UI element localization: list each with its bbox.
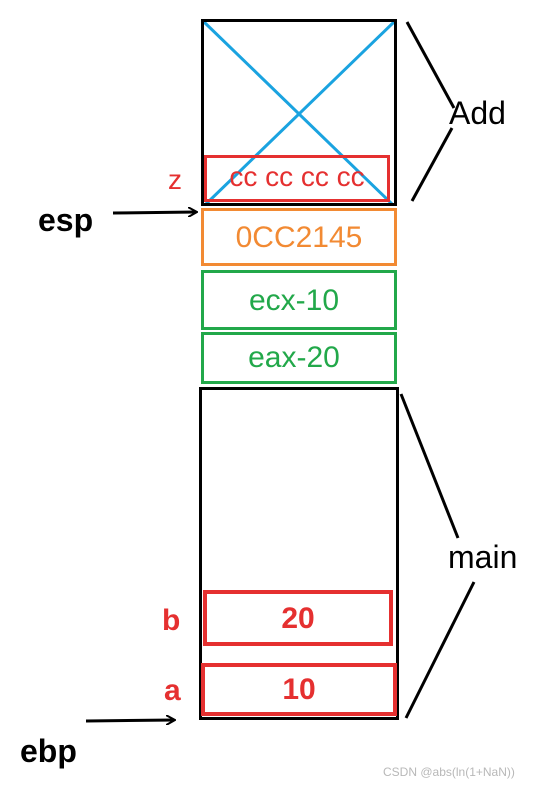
- add-bracket-top: [405, 21, 456, 109]
- ecx-slot-box: [201, 270, 397, 330]
- ebp-arrow: [85, 720, 174, 721]
- z-slot-value: cc cc cc cc: [229, 161, 365, 192]
- main-bracket-top: [399, 393, 460, 539]
- eax-slot-box: [201, 332, 397, 384]
- b-slot-box: [203, 590, 393, 646]
- a-variable-label: a: [164, 674, 181, 707]
- cross-line-1: [201, 19, 394, 206]
- add-frame-box: [201, 19, 397, 206]
- z-variable-label: z: [168, 164, 182, 195]
- main-bracket-bottom: [404, 581, 476, 719]
- main-frame-box: [199, 387, 399, 720]
- watermark: CSDN @abs(ln(1+NaN)): [383, 765, 515, 779]
- esp-pointer-label: esp: [38, 202, 94, 238]
- ecx-slot-value: ecx-10: [248, 284, 340, 317]
- add-bracket-bottom: [410, 127, 454, 202]
- return-address-value: 0CC2145: [235, 221, 363, 254]
- add-frame-label: Add: [449, 95, 506, 131]
- return-address-box: [201, 208, 397, 266]
- cross-line-2: [204, 19, 397, 206]
- ebp-pointer-label: ebp: [20, 733, 77, 769]
- a-slot-value: 10: [282, 673, 316, 706]
- main-frame-label: main: [448, 539, 518, 575]
- eax-slot-value: eax-20: [248, 341, 340, 374]
- esp-arrow: [112, 212, 196, 213]
- b-variable-label: b: [162, 604, 181, 637]
- a-slot-box: [201, 663, 397, 716]
- b-slot-value: 20: [281, 602, 315, 635]
- z-slot-box: [204, 155, 390, 202]
